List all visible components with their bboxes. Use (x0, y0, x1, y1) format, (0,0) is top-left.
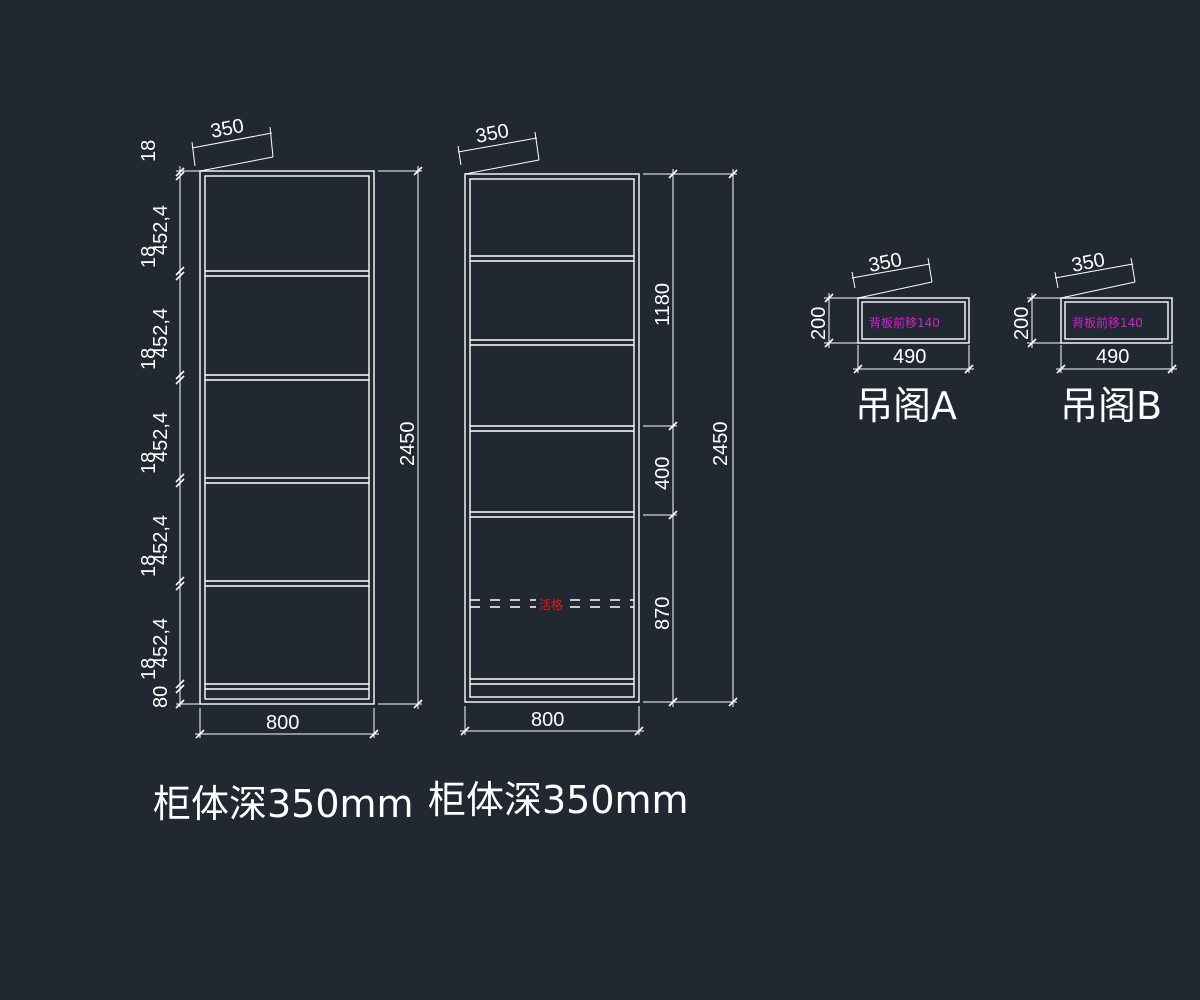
hanging-a-outer-frame (857, 297, 970, 344)
cabinet-a-shelves (205, 270, 369, 690)
cabinet-a-dim-2: 452,4 (150, 205, 172, 255)
hanging-b-height-dimension: 200 (1011, 293, 1061, 348)
cabinet-b-caption: 柜体深350mm (428, 778, 689, 822)
hanging-b-title: 吊阁B (1060, 384, 1162, 428)
hanging-b-note: 背板前移140 (1072, 315, 1143, 330)
cabinet-a-dim-3: 18 (138, 246, 160, 268)
cabinet-a-dim-5: 18 (138, 348, 160, 370)
cabinet-a-inner-frame (204, 175, 370, 700)
hanging-a-depth-label: 350 (867, 249, 904, 277)
hanging-b-width-label: 490 (1096, 346, 1129, 368)
cabinet-a-height-label: 2450 (397, 422, 419, 467)
cabinet-b-segment-dimensions: 1180 400 870 (643, 169, 678, 707)
cabinet-a-dim-12: 80 (150, 686, 172, 708)
cabinet-a-width-label: 800 (266, 712, 299, 734)
cabinet-a-dim-1: 18 (138, 140, 160, 162)
hanging-cabinet-b-drawing: 背板前移140 350 200 490 吊阁B (1011, 249, 1177, 428)
cabinet-b-seg-mid-label: 400 (652, 457, 674, 490)
hanging-b-height-label: 200 (1011, 307, 1033, 340)
cabinet-b-height-dimension: 2450 (677, 169, 738, 707)
hanging-a-title: 吊阁A (855, 384, 957, 428)
hanging-a-height-dimension: 200 (808, 293, 858, 348)
cabinet-b-seg-upper-label: 1180 (652, 283, 674, 326)
cabinet-a-height-dimension: 2450 (378, 166, 423, 709)
cabinet-a-caption: 柜体深350mm (153, 782, 414, 826)
hanging-a-height-label: 200 (808, 307, 830, 340)
hanging-b-depth-dimension: 350 (1054, 249, 1136, 299)
cabinet-b-drawing: 活格 350 1180 400 870 (428, 120, 738, 822)
hanging-a-depth-dimension: 350 (851, 249, 933, 299)
cabinet-a-dim-8: 452,4 (150, 515, 172, 565)
cabinet-b-seg-lower-label: 870 (652, 597, 674, 630)
hanging-a-width-label: 490 (893, 346, 926, 368)
hanging-cabinet-a-drawing: 背板前移140 350 200 490 吊阁A (808, 249, 974, 428)
cabinet-a-drawing: 350 18 452,4 18 452,4 18 452,4 (138, 115, 423, 826)
cabinet-b-shelves (470, 255, 634, 685)
cabinet-a-dim-7: 18 (138, 452, 160, 474)
cabinet-b-width-label: 800 (531, 709, 564, 731)
cabinet-b-inner-frame (469, 178, 635, 698)
cabinet-b-movable-shelf: 活格 (470, 597, 634, 612)
cabinet-a-depth-dimension: 350 (191, 115, 274, 172)
hanging-b-width-dimension: 490 (1056, 345, 1177, 374)
cabinet-a-dim-10: 452,4 (150, 618, 172, 668)
hanging-a-inner-frame (861, 301, 966, 340)
cabinet-a-dim-6: 452,4 (150, 412, 172, 462)
cabinet-a-dim-9: 18 (138, 555, 160, 577)
cabinet-b-width-dimension: 800 (460, 706, 644, 736)
hanging-a-note: 背板前移140 (869, 315, 940, 330)
cabinet-a-dim-4: 452,4 (150, 308, 172, 358)
cabinet-b-height-label: 2450 (710, 422, 732, 467)
cabinet-a-dim-11: 18 (138, 658, 160, 680)
cabinet-b-movable-label: 活格 (539, 597, 563, 612)
cabinet-b-depth-dimension: 350 (457, 120, 540, 175)
cabinet-a-outer-frame (199, 170, 375, 705)
cabinet-b-outer-frame (464, 173, 640, 703)
cabinet-a-left-dimension-chain: 18 452,4 18 452,4 18 452,4 18 452,4 18 4… (138, 140, 200, 709)
hanging-b-outer-frame (1060, 297, 1173, 344)
hanging-b-depth-label: 350 (1070, 249, 1107, 277)
cabinet-a-width-dimension: 800 (195, 708, 379, 739)
hanging-a-width-dimension: 490 (853, 345, 974, 374)
hanging-b-inner-frame (1064, 301, 1169, 340)
